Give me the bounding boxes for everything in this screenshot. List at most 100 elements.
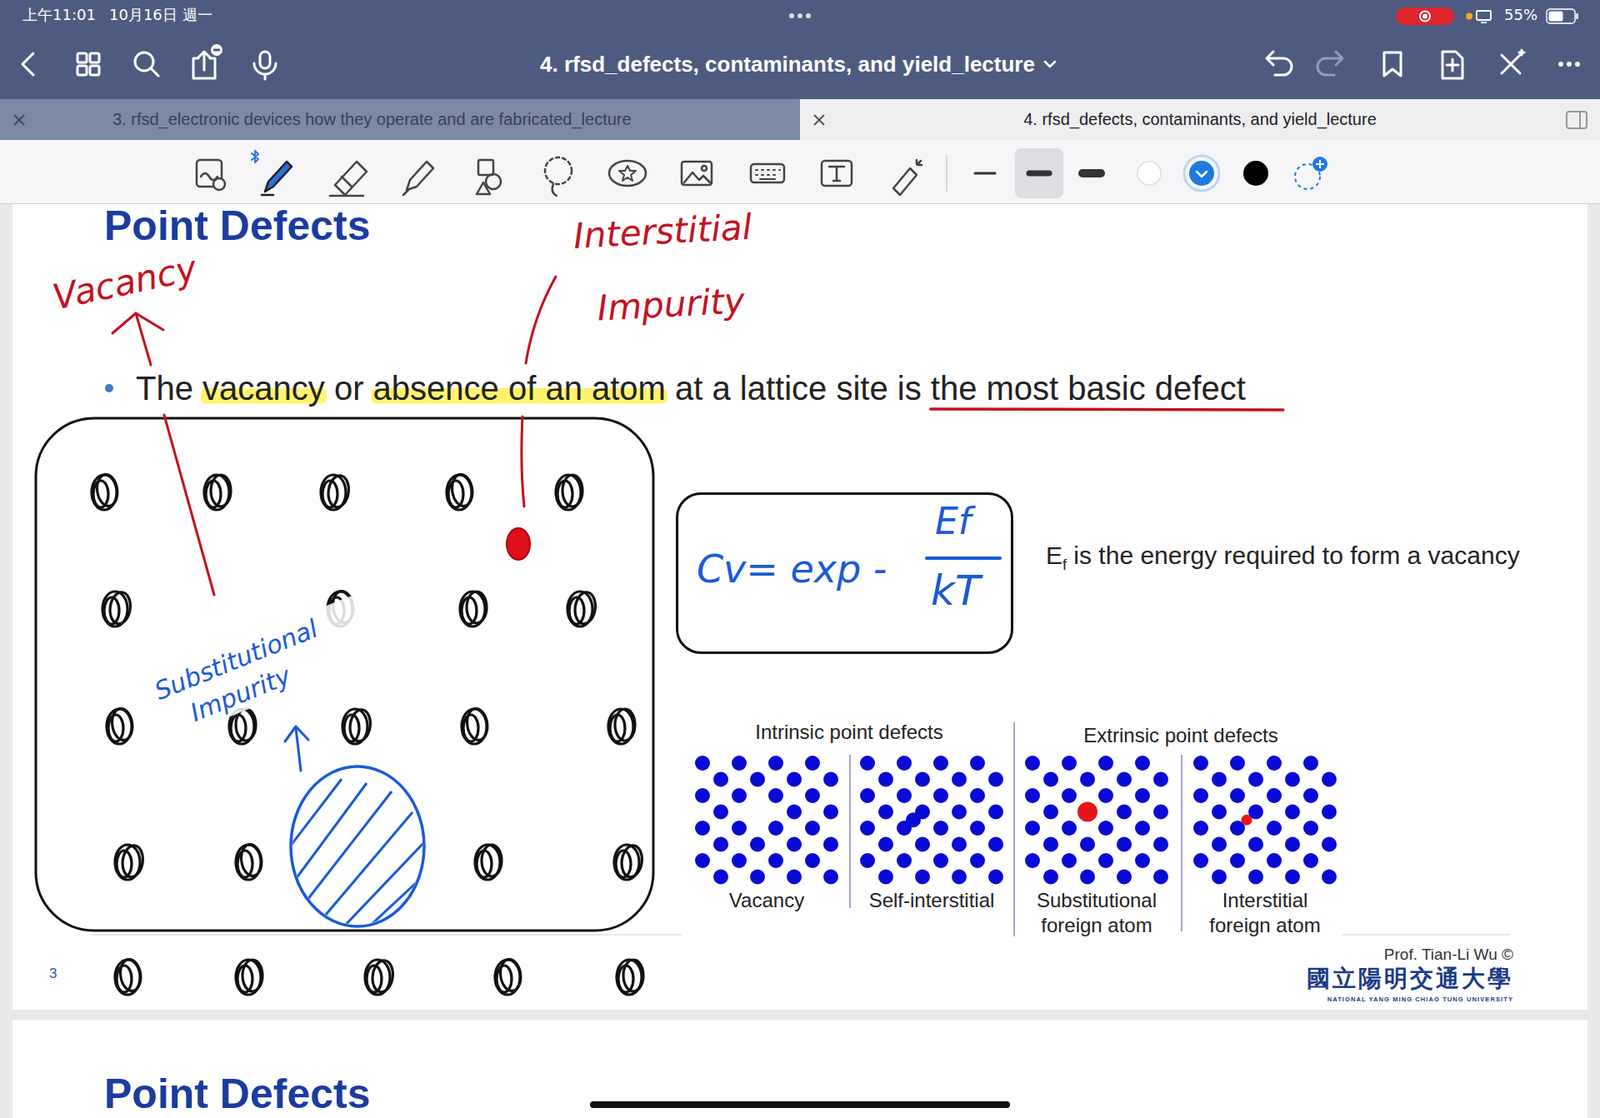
lattice-atom [1285,837,1300,853]
stroke-width-options [975,148,1101,199]
lattice-atom [713,805,729,820]
lattice-atom [970,853,985,869]
lattice-atom [988,805,1004,820]
lattice-atom [1061,820,1077,836]
atom-scribble [618,965,634,993]
lattice-atom [1193,755,1209,771]
lattice-atom [1135,755,1150,771]
lattice-atom [1153,772,1169,788]
atom-scribble [237,850,253,878]
formula-numerator: Ef [935,500,971,544]
lattice-atom [1266,820,1282,836]
lattice-atom [731,820,747,836]
lattice-atom [970,820,985,836]
subscript: f [1062,556,1067,574]
lattice-atom [731,788,747,804]
battery-percent: 55% [1504,5,1538,25]
lattice-atom [1303,820,1319,836]
atom-scribble [366,965,382,993]
lattice-atom [896,755,912,771]
interstitial-atom [905,812,921,828]
lattice-atom [933,788,949,804]
lattice-atom [951,805,967,820]
multitask-dots [789,13,811,19]
lattice-atom [695,820,710,836]
lattice-atom [1248,837,1264,853]
lattice-atom [786,837,802,853]
atom-scribble [557,480,573,508]
lattice-atom [1321,837,1337,853]
atom-scribble [610,715,625,742]
atom-scribble [237,965,253,993]
atom-scribble [116,965,132,993]
lattice-outline [35,418,654,931]
panel-caption: Self-interstitial [858,888,1005,914]
lattice-atom [915,870,930,885]
defect-lattice [1193,755,1337,885]
lattice-atom [1230,755,1245,771]
lattice-atom [768,853,784,869]
tab-background [0,99,800,140]
atom-scribble [205,480,221,508]
lattice-atom [1080,837,1095,853]
substitutional-arrow [285,726,309,771]
lattice-atom-group [91,473,645,995]
definition-text: Ef is the energy required to form a vaca… [1045,539,1520,582]
lattice-atom [823,837,839,853]
lattice-atom [970,755,985,771]
more-icon [1558,61,1580,67]
lattice-atom [786,805,802,820]
atom-scribble [116,850,132,878]
handwritten-label: Interstitial Impurity [571,186,830,346]
lattice-atom [1025,755,1040,771]
lattice-atom [860,820,875,836]
tab-title: 3. rfsd_electronic devices how they oper… [112,99,632,140]
lattice-atom [1285,870,1300,885]
substitutional-atom [290,766,425,927]
lattice-atom [1153,805,1169,820]
figure-heading: Intrinsic point defects [740,720,958,745]
lattice-atom [1266,853,1282,869]
formula-box: Cv= exp -EfkT [675,492,1014,655]
lattice-atom [1043,870,1059,885]
lattice-atom [731,755,747,771]
lattice-atom [768,788,784,804]
lattice-atom [1061,853,1077,869]
lattice-atom [713,772,729,788]
lattice-atom [1211,837,1227,853]
atom-scribble [344,715,360,742]
lattice-atom [915,837,930,853]
tool-icons [196,150,922,196]
close-icon [14,115,25,125]
lattice-atom [1061,755,1077,771]
toolbar-border [0,203,1600,205]
lattice-atom [988,837,1004,853]
lattice-atom [1248,772,1264,788]
lattice-atom [1116,772,1132,788]
lattice-atom [731,853,747,869]
lattice-atom [805,820,820,836]
lattice-atom [1211,870,1227,885]
home-indicator [590,1101,1010,1109]
lattice-atom [1043,805,1059,820]
lattice-atom [768,755,784,771]
lattice-atom [1285,805,1300,820]
toolbar-separator [945,155,948,192]
lattice-atom [750,837,765,853]
lattice-atom [750,870,765,885]
lattice-atom [768,820,784,836]
status-icons [1395,7,1579,25]
lattice-atom [1135,788,1150,804]
lattice-atom [915,772,930,788]
lattice-atom [878,772,894,788]
lattice-atom [1303,755,1319,771]
lattice-atom [823,805,839,820]
atom-scribble [461,597,477,625]
panel-caption: Vacancy [693,888,840,914]
lattice-atom [1230,853,1245,869]
nav-icons [22,50,1525,80]
lattice-atom [1043,837,1059,853]
lattice-atom [695,755,710,771]
atom-scribble [448,480,464,508]
foreign-atom [1077,802,1098,823]
